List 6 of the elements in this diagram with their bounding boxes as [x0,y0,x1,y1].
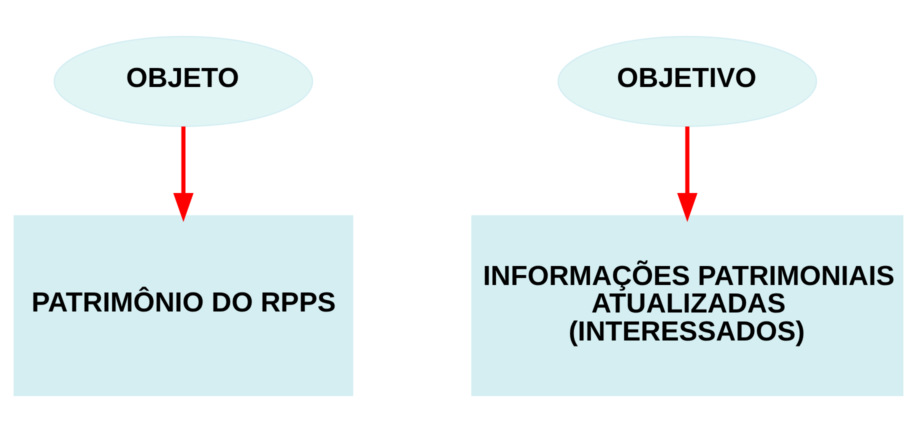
node-box: PATRIMÔNIO DO RPPS [14,215,354,396]
node-ellipse: OBJETIVO [558,36,818,127]
arrow [173,126,194,222]
arrow [677,126,698,222]
node-box: INFORMAÇÕES PATRIMONIAIS ATUALIZADAS (INTERESSADOS) [471,215,904,396]
node-ellipse: OBJETO [54,36,314,127]
